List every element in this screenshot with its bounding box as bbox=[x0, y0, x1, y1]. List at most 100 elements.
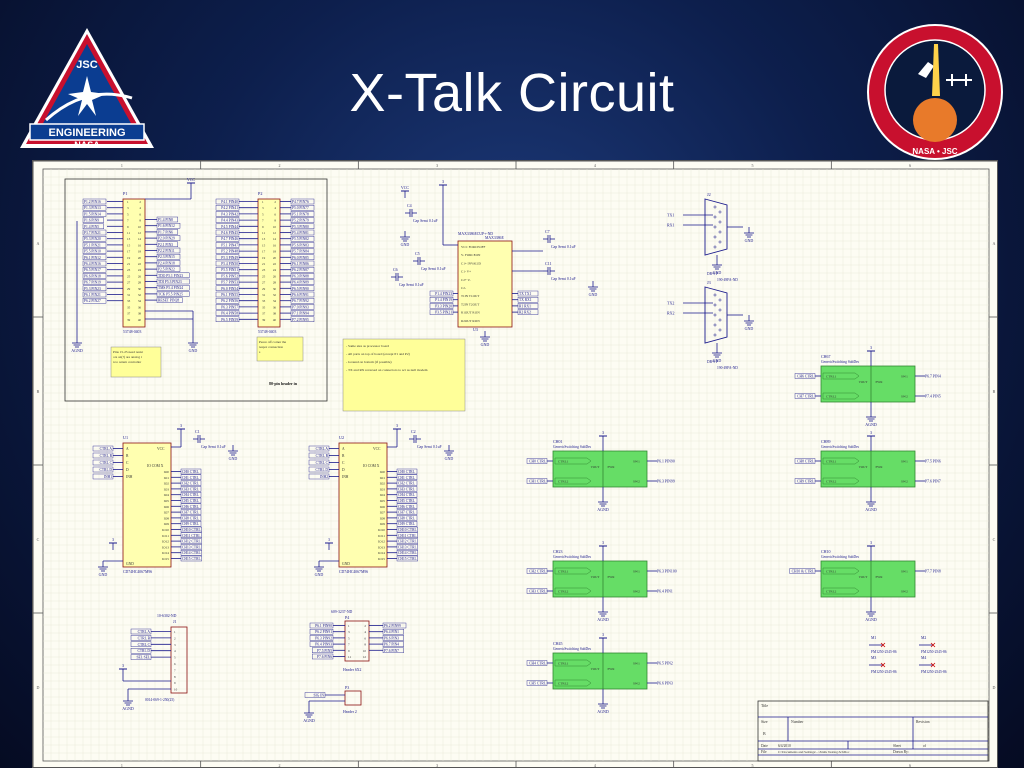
p1-pin-number: 2 bbox=[139, 200, 141, 204]
p2-right-net: P5.6 PIN83 bbox=[292, 243, 309, 247]
max-in-net: P1.4 PIN19 bbox=[435, 298, 452, 302]
p2-right-net-box bbox=[290, 229, 315, 236]
switch-ctrl-port bbox=[822, 457, 860, 465]
db9-part2: 190-49FA-ND bbox=[717, 366, 738, 370]
max-cap-c7-ref: C7 bbox=[545, 229, 550, 234]
p2-left-net: P5.5 PIN51 bbox=[221, 268, 238, 272]
p1-pin-number: 13 bbox=[127, 237, 131, 241]
mux-output-net-box bbox=[396, 509, 418, 515]
switch-in-net-box bbox=[794, 478, 816, 484]
mux-output-net-box bbox=[180, 474, 202, 480]
p4-pin-number: 3 bbox=[348, 630, 350, 634]
max-cap-c6-ref: C6 bbox=[393, 267, 398, 272]
mux-output-net: CH6 CTRL bbox=[398, 505, 415, 509]
p1-right-net-box bbox=[156, 278, 190, 285]
switch-ctrl-port bbox=[554, 457, 592, 465]
mux-output-net: CH11 CTRL bbox=[398, 534, 417, 538]
db9-shell-J3 bbox=[704, 286, 728, 344]
mux-input-pin: C bbox=[126, 461, 129, 465]
switch-gnd-CH01-label: AGND bbox=[597, 507, 609, 512]
mounting-hole-ref: M3 bbox=[871, 656, 876, 660]
switch-pwr-CH45-label: 3 bbox=[602, 632, 604, 637]
mux-cap-U1-ref: C1 bbox=[195, 429, 200, 434]
mux-output-net-box bbox=[396, 532, 418, 538]
mux-output-net: CH13 CTRL bbox=[398, 545, 417, 549]
switch-block-body bbox=[552, 450, 648, 488]
mux-io-pin: IO5 bbox=[164, 499, 170, 503]
p1-pin-number: 36 bbox=[138, 305, 142, 309]
j1-part2: 0014-069-1-250(25) bbox=[145, 698, 175, 702]
mux-io-pin: IO8 bbox=[380, 516, 386, 520]
design-note-line: - Same size as processor board bbox=[346, 344, 389, 348]
p1-pin-number: 26 bbox=[138, 274, 142, 278]
design-note bbox=[342, 338, 466, 412]
switch-ctrl-label: CTRL2 bbox=[826, 480, 837, 484]
p2-pin-number: 8 bbox=[274, 219, 276, 223]
switch-gnd-CH67-label: AGND bbox=[865, 422, 877, 427]
db9-pin-J3 bbox=[718, 328, 722, 332]
p4-left-net-box bbox=[309, 635, 334, 641]
switch-gnd-CH23-label: AGND bbox=[597, 617, 609, 622]
p2-pin-number: 7 bbox=[262, 219, 264, 223]
db9-gnd-label: GND bbox=[745, 238, 754, 243]
mux-output-net-box bbox=[180, 544, 202, 550]
header-caption: 80-pin header in bbox=[269, 381, 298, 386]
mux-input-pin: D bbox=[126, 468, 129, 472]
mux-output-net: CH12 CTRL bbox=[398, 540, 417, 544]
switch-in-net-box bbox=[794, 458, 816, 464]
switch-out-net: P6.6 PIN3 bbox=[657, 682, 673, 686]
mux-io-pin: IO9 bbox=[380, 522, 386, 526]
p1-right-net-box bbox=[156, 291, 190, 297]
p1-left-net: P1.6 PIN9 bbox=[84, 219, 99, 223]
p1-pin-number: 32 bbox=[138, 293, 142, 297]
p1-left-net-box bbox=[82, 205, 107, 211]
switch-block-pwr: PWR bbox=[608, 575, 616, 579]
p4-left-net: P7.5 PIN5 bbox=[317, 649, 332, 653]
slide-title: X-Talk Circuit bbox=[349, 63, 675, 123]
mounting-hole-x2 bbox=[930, 662, 936, 668]
p2-left-net: P6.1 PIN55 bbox=[221, 293, 238, 297]
mux-input-net-box bbox=[308, 445, 330, 452]
mux-io-pin: IO4 bbox=[164, 493, 170, 497]
header-block-frame bbox=[64, 178, 328, 402]
p1-right-net: TCK P5.5 PIN25 bbox=[158, 292, 183, 296]
p1-right-net: P1.7 PIN6 bbox=[158, 230, 173, 234]
max-out-net: TX RX1 bbox=[519, 298, 532, 302]
mux-io-pin: IO12 bbox=[378, 540, 385, 544]
p1-pin-number: 21 bbox=[127, 262, 131, 266]
p1-right-net-box bbox=[156, 247, 181, 254]
switch-block-ref: CH45 bbox=[553, 641, 563, 646]
mux-gnd-U2-label: GND bbox=[315, 572, 324, 577]
zone-row-label-left: B bbox=[37, 389, 40, 394]
mux-io-pin: IO10 bbox=[162, 528, 169, 532]
max3386-part: MAX3386ECUP+-ND bbox=[458, 232, 493, 236]
j1-pin-number: 2 bbox=[174, 636, 176, 640]
zone-col-label-top: 2 bbox=[279, 163, 281, 168]
switch-out-net: P6.4 PIN1 bbox=[657, 590, 673, 594]
p1-right-net-box bbox=[156, 260, 181, 266]
j1-ref: J1 bbox=[173, 619, 177, 624]
max-cap-c11-ref: C11 bbox=[545, 261, 552, 266]
switch-out-net: P6.3 PIN100 bbox=[657, 570, 677, 574]
p1-right-net-box bbox=[156, 229, 178, 235]
p1-pin-number: 39 bbox=[127, 318, 131, 322]
mux-3v-U1-label: 3 bbox=[180, 423, 182, 428]
switch-out-net: P6.5 PIN2 bbox=[657, 662, 673, 666]
p1-left-net-box bbox=[82, 235, 107, 242]
mux-output-net-box bbox=[180, 497, 202, 504]
switch-in-net: CH6 CTRL bbox=[797, 375, 814, 379]
switch-ctrl-label: CTRL1 bbox=[826, 375, 837, 379]
p2-pin-number: 26 bbox=[273, 274, 277, 278]
db9-pin-J2 bbox=[718, 210, 722, 214]
p2-left-net-box bbox=[215, 242, 240, 248]
p1-pin-number: 40 bbox=[138, 318, 142, 322]
switch-out-pin: SW1 bbox=[633, 570, 640, 574]
header-agnd-label: AGND bbox=[71, 348, 83, 353]
p2-left-net: P5.4 PIN50 bbox=[221, 262, 238, 266]
mux-output-net-box bbox=[396, 503, 418, 509]
db9-part: DB-9 F bbox=[707, 360, 718, 364]
mux-io-pin: IO0 bbox=[380, 470, 386, 474]
max-out-net: R2 RX2 bbox=[519, 311, 531, 315]
zone-col-label-top: 6 bbox=[909, 163, 911, 168]
p1-left-net-box bbox=[82, 198, 107, 205]
